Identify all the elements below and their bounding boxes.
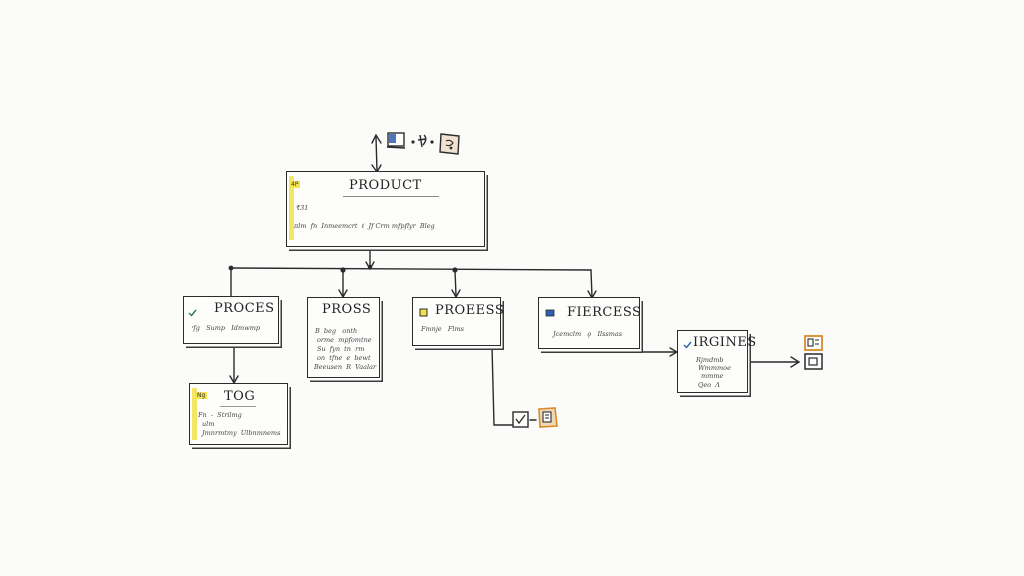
check-icon <box>683 341 692 349</box>
process-2-line-4: on tfne e bewt <box>317 354 371 362</box>
process-1-node[interactable]: PROCES ⁱfg Sump Idmwmp <box>183 296 279 344</box>
regines-line-3: mmme <box>701 372 724 380</box>
highlight-mark <box>192 388 197 440</box>
title-underline <box>220 406 256 407</box>
branch-4 <box>590 269 593 298</box>
title-underline <box>343 196 439 197</box>
process-3-node[interactable]: PROEESS Fmnje Flms <box>412 297 505 346</box>
tog-node[interactable]: Ng TОG Fn - Strilmg ulm Jmnrmtmy Ulbnmne… <box>189 383 288 445</box>
product-tag: 4P <box>289 181 301 188</box>
process-2-line-1: B beg onth <box>315 327 358 335</box>
product-node[interactable]: 4P PRODUCT ₹31 ᴨlm fn Inmeemcrt ℓ Jf Crm… <box>286 171 485 247</box>
process-4-line-1: Jcemclm ǫ Ilssmas <box>553 330 623 338</box>
tog-title: TОG <box>224 389 256 404</box>
bus-line <box>230 267 592 271</box>
process-2-line-2: orme mpfomtne <box>317 336 372 344</box>
process-2-title: PROSS <box>322 302 372 317</box>
process-2-node[interactable]: PROSS B beg onth orme mpfomtne Su fyn tn… <box>307 297 380 378</box>
process-1-title: PROCES <box>214 301 275 316</box>
process-4-node[interactable]: FIERCESS Jcemclm ǫ Ilssmas <box>538 297 642 349</box>
tog-line-1: Fn - Strilmg <box>198 411 242 419</box>
regines-line-1: Rjmdmb <box>696 356 724 364</box>
process-4-title: FIERCESS <box>567 305 642 320</box>
monitor-icon <box>386 132 406 149</box>
box-icon <box>439 133 460 155</box>
check-icon <box>512 411 529 428</box>
regines-node[interactable]: IRGINES Rjmdmb Wmmmoe mmme Qeo Ʌ <box>677 330 756 393</box>
product-line-2: ᴨlm fn Inmeemcrt ℓ Jf Crm mfpflyr Bleg <box>294 222 435 230</box>
box-icon <box>804 335 823 351</box>
process-3-line-1: Fmnje Flms <box>421 325 465 333</box>
top-arrowhead-up <box>371 133 382 144</box>
document-icon <box>538 407 558 428</box>
process-1-line-1: ⁱfg Sump Idmwmp <box>192 324 261 332</box>
branch-3 <box>454 269 457 297</box>
gear-icon <box>411 134 434 148</box>
highlight-mark <box>289 176 294 240</box>
process-3-title: PROEESS <box>435 303 505 318</box>
regines-line-4: Qeo Ʌ <box>698 381 720 389</box>
regines-line-2: Wmmmoe <box>698 364 731 372</box>
process-2-line-3: Su fyn tn rm <box>317 345 365 353</box>
tog-line-3: Jmnrmtmy Ulbnmnems <box>202 429 281 437</box>
process-2-line-5: Beeusen R Vaalar <box>314 363 377 371</box>
outline-square-icon <box>804 353 823 370</box>
product-line-1: ₹31 <box>296 204 309 212</box>
product-title: PRODUCT <box>349 178 422 193</box>
document-icon <box>419 308 428 317</box>
link-process3-icons <box>491 345 513 426</box>
regines-title: IRGINES <box>693 335 757 350</box>
tog-tag: Ng <box>195 392 208 399</box>
top-double-arrow <box>375 136 378 172</box>
monitor-icon <box>545 309 555 317</box>
tog-line-2: ulm <box>202 420 215 428</box>
check-icon <box>188 309 197 317</box>
